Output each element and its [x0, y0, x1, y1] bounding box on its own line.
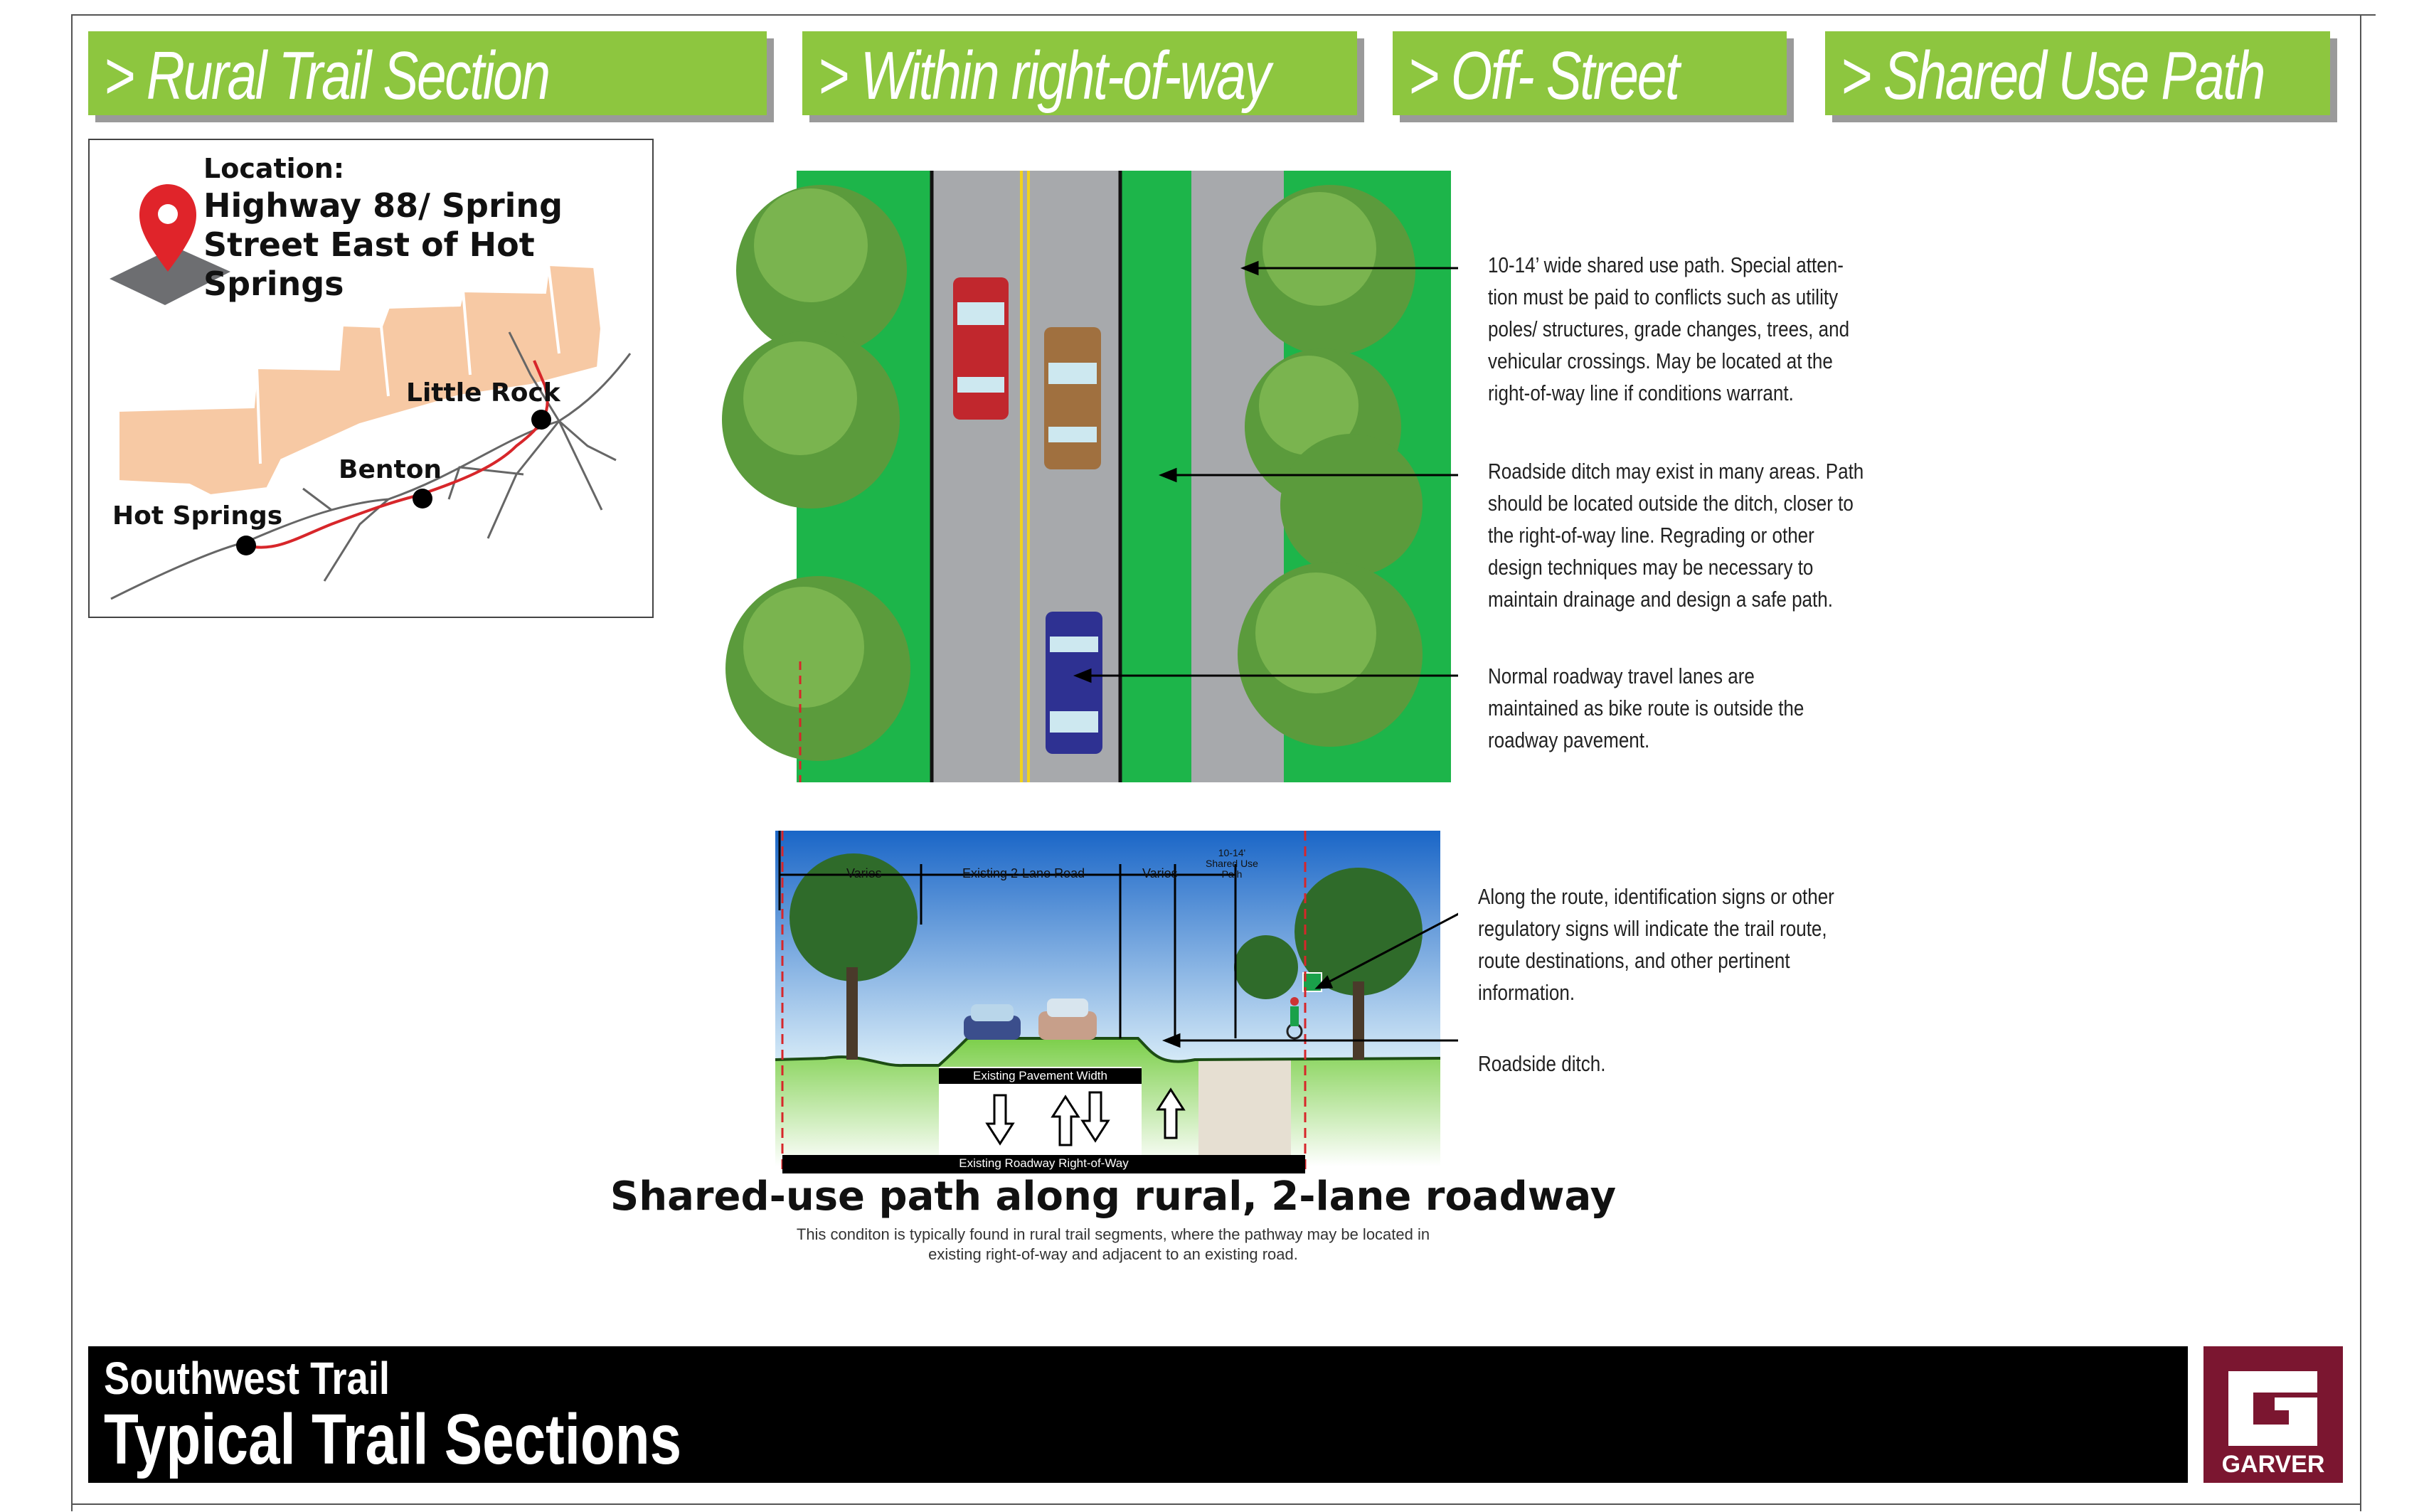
section-car-tan	[1038, 999, 1097, 1040]
note-line: 10-14’ wide shared use path. Special att…	[1488, 252, 1844, 277]
label-path: 10-14' Shared Use Path	[1196, 848, 1267, 880]
location-map	[110, 184, 632, 600]
location-pin-icon	[110, 184, 230, 305]
frame-left-line	[71, 14, 73, 1511]
note-line: the right-of-way line. Regrading or othe…	[1488, 523, 1814, 548]
plan-view-diagram	[722, 171, 1458, 782]
label-pavement-width: Existing Pavement Width	[973, 1069, 1107, 1082]
city-dot-benton	[413, 489, 432, 509]
caption-line: This conditon is typically found in rura…	[796, 1225, 1430, 1243]
note-line: route destinations, and other pertinent	[1478, 948, 1790, 973]
label-varies-left: Varies	[846, 866, 882, 880]
city-dot-little-rock	[531, 410, 551, 430]
note-line: information.	[1478, 980, 1575, 1005]
location-line-2: Street East of Hot	[203, 225, 535, 264]
footer-project-name: Southwest Trail	[104, 1353, 390, 1404]
note-line: tion must be paid to conflicts such as u…	[1488, 284, 1839, 309]
note-line: Along the route, identification signs or…	[1478, 884, 1834, 909]
tab-within-right-of-way: > Within right-of-way	[802, 31, 1357, 115]
tab-label: > Within right-of-way	[818, 38, 1271, 114]
cyclist-icon	[1286, 997, 1303, 1040]
label-varies-right: Varies	[1142, 866, 1178, 880]
logo-label: GARVER	[2221, 1451, 2325, 1478]
location-heading: Location:	[203, 153, 345, 184]
trees-left	[722, 185, 910, 761]
tab-label: > Shared Use Path	[1841, 38, 2265, 114]
tab-off-street: > Off- Street	[1393, 31, 1787, 115]
section-car-blue	[964, 1004, 1021, 1040]
note-line: right-of-way line if conditions warrant.	[1488, 380, 1794, 405]
car-blue	[1046, 612, 1102, 754]
location-line-1: Highway 88/ Spring	[203, 186, 563, 225]
plan-note-2: Roadside ditch may exist in many areas. …	[1488, 455, 1864, 615]
frame-bottom-line	[71, 1503, 2361, 1505]
note-line: design techniques may be necessary to	[1488, 555, 1814, 580]
city-label-little-rock: Little Rock	[406, 378, 560, 408]
caption-title: Shared-use path along rural, 2-lane road…	[610, 1173, 1617, 1220]
note-line: roadway pavement.	[1488, 728, 1650, 752]
car-brown	[1044, 327, 1101, 469]
note-line: Normal roadway travel lanes are	[1488, 664, 1755, 688]
path-label-line: Shared Use	[1206, 858, 1258, 869]
tab-label: > Off- Street	[1408, 38, 1680, 114]
garver-logo: GARVER	[2203, 1346, 2343, 1483]
section-note-ditch: Roadside ditch.	[1478, 1048, 1605, 1080]
tab-rural-trail-section: > Rural Trail Section	[88, 31, 767, 115]
flow-arrows	[985, 1087, 1186, 1146]
location-line-3: Springs	[203, 265, 344, 303]
section-trees	[790, 853, 1423, 1060]
note-line: poles/ structures, grade changes, trees,…	[1488, 316, 1850, 341]
note-line: maintain drainage and design a safe path…	[1488, 587, 1833, 612]
location-map-box: Location: Highway 88/ Spring Street East…	[88, 139, 654, 618]
trees-right	[1238, 185, 1423, 747]
path-label-line: Path	[1221, 868, 1243, 880]
city-label-hot-springs: Hot Springs	[112, 501, 283, 531]
highway-lines	[110, 331, 632, 600]
path-label-line: 10-14'	[1218, 847, 1246, 858]
footer-sheet-title: Typical Trail Sections	[104, 1400, 682, 1479]
caption-line: existing right-of-way and adjacent to an…	[928, 1245, 1298, 1263]
car-red	[953, 277, 1009, 420]
tab-shared-use-path: > Shared Use Path	[1825, 31, 2330, 115]
city-dot-hot-springs	[236, 536, 256, 555]
label-existing-road: Existing 2-Lane Road	[962, 866, 1085, 880]
note-line: Roadside ditch.	[1478, 1051, 1606, 1076]
section-note-signs: Along the route, identification signs or…	[1478, 880, 1834, 1008]
row-bar	[782, 1155, 1305, 1173]
city-label-benton: Benton	[339, 455, 442, 484]
note-line: regulatory signs will indicate the trail…	[1478, 916, 1827, 941]
frame-top-line	[71, 14, 2376, 16]
frame-right-line	[2360, 14, 2361, 1511]
cross-section-diagram	[775, 831, 1458, 1173]
note-line: Roadside ditch may exist in many areas. …	[1488, 459, 1864, 484]
note-line: should be located outside the ditch, clo…	[1488, 491, 1854, 516]
tab-label: > Rural Trail Section	[104, 38, 551, 114]
garver-g-mark	[2228, 1371, 2317, 1446]
plan-note-1: 10-14’ wide shared use path. Special att…	[1488, 249, 1849, 409]
note-line: vehicular crossings. May be located at t…	[1488, 348, 1833, 373]
caption-subtitle: This conditon is typically found in rura…	[711, 1225, 1515, 1265]
map-land	[117, 262, 604, 498]
plan-note-3: Normal roadway travel lanes are maintain…	[1488, 660, 1804, 756]
leader-arrows	[1073, 260, 1458, 683]
note-line: maintained as bike route is outside the	[1488, 696, 1804, 720]
footer-title-bar: Southwest Trail Typical Trail Sections	[88, 1346, 2188, 1483]
label-row: Existing Roadway Right-of-Way	[959, 1156, 1129, 1170]
pavement-width-bar	[939, 1068, 1142, 1084]
path-section	[1198, 1060, 1291, 1173]
